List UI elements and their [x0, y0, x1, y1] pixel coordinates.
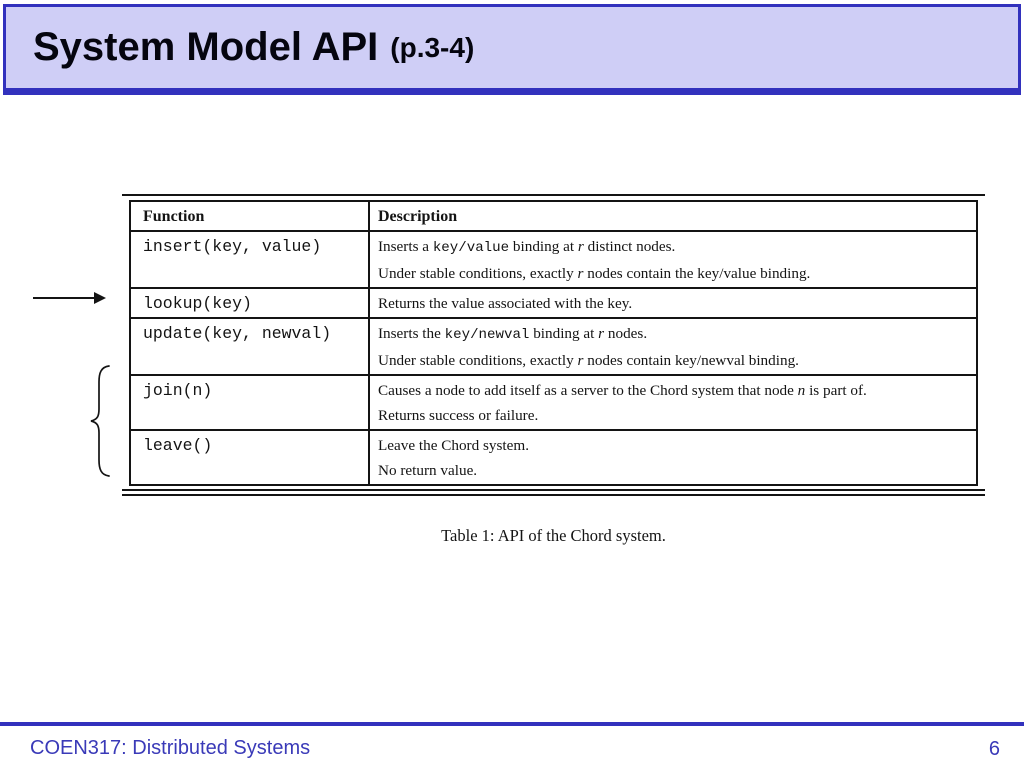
description-cell: Leave the Chord system. No return value.: [370, 431, 976, 484]
description-line: No return value.: [378, 462, 478, 479]
description-line: Returns the value associated with the ke…: [378, 295, 633, 312]
description-line: Under stable conditions, exactly r nodes…: [378, 352, 799, 369]
description-line: Leave the Chord system.: [378, 437, 529, 454]
table-row: insert(key, value) Inserts a key/value bi…: [131, 232, 976, 289]
pointer-arrow-head: [94, 292, 106, 304]
column-header: Description: [378, 208, 458, 225]
function-cell: lookup(key): [131, 289, 370, 317]
title-bar: System Model API (p.3-4): [3, 4, 1021, 95]
page-title-suffix: (p.3-4): [390, 31, 475, 63]
column-header: Function: [131, 202, 370, 230]
pointer-arrow-shaft: [33, 297, 96, 299]
function-cell: update(key, newval): [131, 319, 370, 374]
description-cell: Inserts a key/value binding at r distinc…: [370, 232, 976, 287]
function-cell: leave(): [131, 431, 370, 484]
description-line: Under stable conditions, exactly r nodes…: [378, 265, 811, 282]
description-line: Returns success or failure.: [378, 407, 539, 424]
footer-course-label: COEN317: Distributed Systems: [30, 737, 311, 759]
table-figure: Function Description insert(key, value) Ins…: [122, 194, 985, 546]
page-title: System Model API: [33, 25, 379, 69]
description-cell: Causes a node to add itself as a server …: [370, 376, 976, 429]
footer-divider: [0, 722, 1024, 726]
table-row: join(n) Causes a node to add itself as a …: [131, 376, 976, 431]
table-row: lookup(key) Returns the value associated …: [131, 289, 976, 319]
function-cell: join(n): [131, 376, 370, 429]
grouping-brace-icon: [90, 365, 110, 477]
function-cell: insert(key, value): [131, 232, 370, 287]
table-header-row: Function Description: [131, 202, 976, 232]
table-top-rule: [122, 194, 985, 196]
description-line: Inserts the key/newval binding at r node…: [378, 325, 648, 343]
description-line: Inserts a key/value binding at r distinc…: [378, 238, 676, 256]
description-line: Causes a node to add itself as a server …: [378, 382, 867, 399]
table-row: update(key, newval) Inserts the key/newva…: [131, 319, 976, 376]
api-table: Function Description insert(key, value) Ins…: [129, 200, 978, 486]
pointer-arrow-icon: [33, 292, 107, 304]
table-caption: Table 1: API of the Chord system.: [441, 526, 666, 545]
description-cell: Inserts the key/newval binding at r node…: [370, 319, 976, 374]
table-row: leave() Leave the Chord system. No return …: [131, 431, 976, 484]
table-bottom-rules: [122, 489, 985, 496]
page-number: 6: [988, 738, 1000, 760]
description-cell: Returns the value associated with the ke…: [370, 289, 976, 317]
